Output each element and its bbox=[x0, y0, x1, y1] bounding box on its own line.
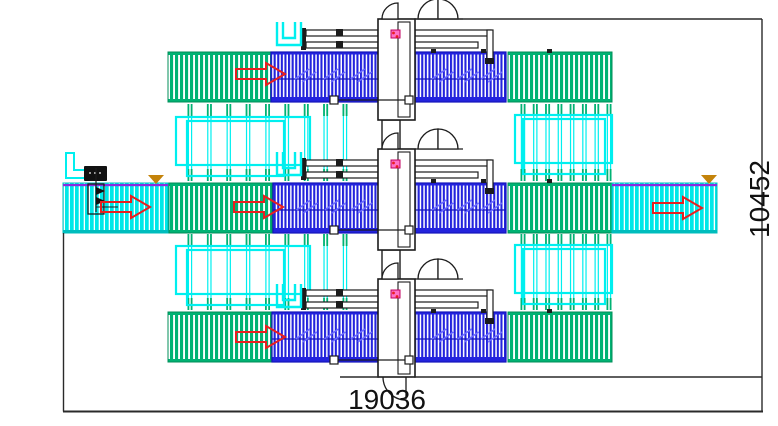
conveyor-segment-green bbox=[507, 311, 613, 363]
transfer-rack bbox=[174, 104, 348, 181]
conveyor-segment-green bbox=[507, 182, 613, 234]
conveyor-segment-blue bbox=[272, 182, 379, 234]
glass-pane-mark bbox=[431, 328, 454, 343]
machine-status-marker bbox=[390, 159, 401, 169]
transfer-rack bbox=[513, 104, 614, 181]
generated-drawing bbox=[62, 0, 718, 401]
datum-line bbox=[612, 184, 717, 187]
door-swing-arc bbox=[417, 0, 439, 20]
flow-direction-arrow bbox=[652, 195, 704, 221]
glass-pane-mark bbox=[457, 199, 480, 214]
machine-status-marker bbox=[390, 29, 401, 39]
conveyor-segment-green bbox=[167, 311, 272, 363]
u-bracket-icon bbox=[275, 152, 303, 177]
transfer-rack-frame bbox=[521, 247, 607, 306]
transfer-rack-frame bbox=[521, 117, 607, 176]
flow-direction-arrow bbox=[235, 324, 287, 350]
glass-pane-mark bbox=[457, 328, 480, 343]
datum-line bbox=[63, 184, 168, 187]
glass-pane-mark bbox=[294, 68, 317, 83]
glass-pane-mark bbox=[480, 68, 503, 83]
door-swing-arc bbox=[417, 128, 439, 150]
conveyor-segment-green bbox=[167, 51, 272, 103]
door-swing-arc bbox=[437, 258, 459, 280]
u-bracket-icon bbox=[275, 22, 303, 47]
transfer-rack-frame bbox=[174, 244, 312, 296]
glass-pane-mark bbox=[295, 328, 318, 343]
transfer-rack-frame bbox=[513, 113, 614, 165]
total-length-label: 19036 bbox=[348, 384, 426, 415]
level-marker-icon bbox=[701, 175, 717, 184]
glass-pane-mark bbox=[480, 328, 503, 343]
total-height-label: 10452 bbox=[744, 160, 775, 238]
glass-pane-mark bbox=[431, 199, 454, 214]
conveyor-segment-green bbox=[168, 182, 273, 234]
glass-pane-mark bbox=[324, 199, 347, 214]
conveyor-segment-cyan bbox=[62, 182, 169, 234]
door-swing-arc bbox=[381, 2, 399, 20]
transfer-rack bbox=[174, 234, 348, 310]
glass-pane-mark bbox=[480, 199, 503, 214]
door-swing-arc bbox=[417, 258, 439, 280]
transfer-rack-frame bbox=[174, 115, 312, 167]
transfer-rack-frame bbox=[513, 243, 614, 295]
conveyor-segment-blue bbox=[270, 51, 379, 103]
glass-pane-mark bbox=[350, 328, 373, 343]
conveyor-segment-blue bbox=[411, 311, 507, 363]
door-swing-arc bbox=[437, 128, 459, 150]
flow-direction-arrow bbox=[100, 194, 152, 220]
glass-pane-mark bbox=[350, 68, 373, 83]
flow-direction-arrow bbox=[235, 61, 287, 87]
flag-station-marker bbox=[84, 166, 118, 215]
glass-pane-mark bbox=[296, 199, 318, 214]
glass-pane-mark bbox=[350, 199, 373, 214]
level-marker-icon bbox=[148, 175, 164, 184]
dimension-annotations: 19036 10452 bbox=[62, 18, 775, 415]
transfer-rack-frame bbox=[185, 119, 286, 178]
processing-machine bbox=[301, 0, 552, 150]
conveyor-segment-cyan bbox=[611, 182, 718, 234]
u-bracket-icon bbox=[275, 284, 303, 309]
door-swing-arc bbox=[381, 132, 399, 150]
door-swing-arc bbox=[382, 376, 407, 401]
flow-direction-arrow bbox=[233, 194, 285, 220]
glass-pane-mark bbox=[457, 68, 480, 83]
glass-pane-mark bbox=[323, 328, 346, 343]
door-swing-arc bbox=[381, 262, 399, 280]
conveyor-segment-blue bbox=[271, 311, 379, 363]
door-swing-arc bbox=[437, 0, 459, 20]
processing-machine bbox=[301, 258, 552, 401]
machine-status-marker bbox=[390, 289, 401, 299]
conveyor-segment-green bbox=[507, 51, 613, 103]
transfer-rack bbox=[513, 234, 614, 310]
glass-pane-mark bbox=[431, 68, 454, 83]
transfer-rack-frame bbox=[185, 248, 286, 307]
glass-pane-mark bbox=[323, 68, 346, 83]
